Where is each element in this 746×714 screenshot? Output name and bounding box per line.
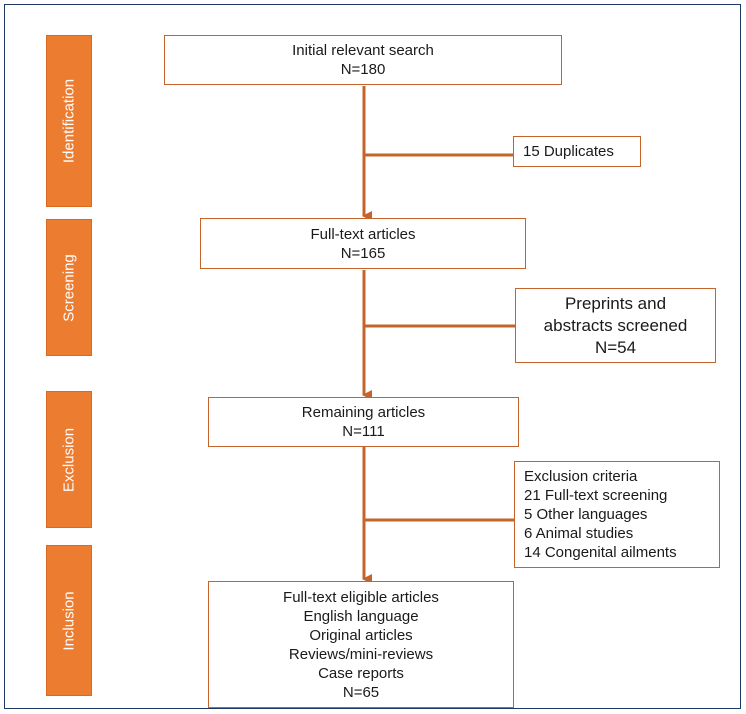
remaining-count: N=111 bbox=[342, 423, 385, 440]
box-exclusion-criteria: Exclusion criteria 21 Full-text screenin… bbox=[514, 461, 720, 568]
stage-screening: Screening bbox=[46, 219, 92, 356]
remaining-title: Remaining articles bbox=[301, 404, 426, 421]
full-text-count: N=165 bbox=[340, 244, 386, 262]
eligible-reviews: Reviews/mini-reviews bbox=[288, 645, 434, 663]
preprints-line-2: abstracts screened bbox=[543, 315, 688, 335]
box-preprints: Preprints and abstracts screened N=54 bbox=[515, 288, 716, 363]
preprints-line-1: Preprints and bbox=[564, 293, 667, 313]
eligible-count: N=65 bbox=[342, 683, 380, 701]
stage-identification: Identification bbox=[46, 35, 92, 207]
box-initial-search: Initial relevant search N=180 bbox=[164, 35, 562, 85]
initial-search-count: N=180 bbox=[340, 61, 386, 78]
exclusion-criteria-title: Exclusion criteria bbox=[524, 468, 638, 485]
eligible-english: English language bbox=[303, 607, 419, 625]
exclusion-other-languages: 5 Other languages bbox=[524, 506, 648, 523]
stage-inclusion: Inclusion bbox=[46, 545, 92, 696]
exclusion-congenital-ailments: 14 Congenital ailments bbox=[524, 544, 677, 561]
full-text-title: Full-text articles bbox=[310, 225, 416, 243]
preprints-count: N=54 bbox=[594, 337, 637, 357]
box-full-text: Full-text articles N=165 bbox=[200, 218, 526, 269]
stage-exclusion: Exclusion bbox=[46, 391, 92, 528]
eligible-original: Original articles bbox=[309, 626, 413, 644]
diagram-frame bbox=[4, 4, 741, 709]
duplicates-text: 15 Duplicates bbox=[523, 143, 614, 160]
eligible-title: Full-text eligible articles bbox=[283, 588, 439, 606]
box-remaining: Remaining articles N=111 bbox=[208, 397, 519, 447]
initial-search-title: Initial relevant search bbox=[292, 42, 434, 59]
box-duplicates: 15 Duplicates bbox=[513, 136, 641, 167]
exclusion-animal-studies: 6 Animal studies bbox=[524, 525, 634, 542]
eligible-case-reports: Case reports bbox=[318, 664, 404, 682]
exclusion-fulltext-screening: 21 Full-text screening bbox=[524, 487, 668, 504]
box-eligible: Full-text eligible articles English lang… bbox=[208, 581, 514, 708]
